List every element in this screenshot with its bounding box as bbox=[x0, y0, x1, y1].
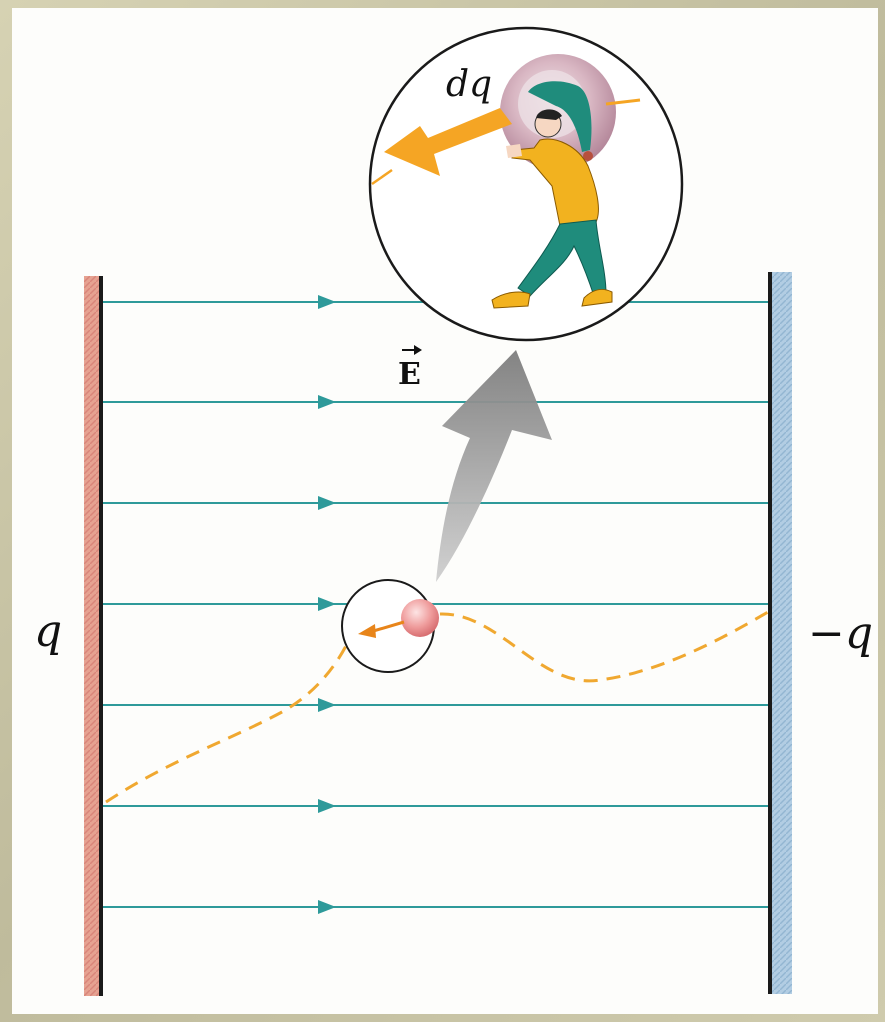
field-arrowhead-icon bbox=[318, 900, 336, 914]
charge-path bbox=[105, 610, 769, 804]
force-arrow-large bbox=[371, 108, 512, 186]
field-arrowhead-icon bbox=[318, 395, 336, 409]
left-plate bbox=[84, 276, 103, 996]
field-arrowhead-icon bbox=[318, 295, 336, 309]
right-plate-charge-label: −q bbox=[808, 608, 873, 659]
charge-element-label: dq bbox=[446, 64, 492, 105]
zoom-circle-large: dq bbox=[368, 26, 684, 342]
field-arrowhead-icon bbox=[318, 597, 336, 611]
field-lines bbox=[103, 295, 768, 914]
field-symbol-E: E bbox=[398, 357, 421, 392]
zoom-circle-small bbox=[341, 579, 439, 673]
field-arrowhead-icon bbox=[318, 799, 336, 813]
person-pushing-charge-icon bbox=[491, 81, 613, 309]
field-arrowhead-icon bbox=[318, 496, 336, 510]
charge-dq-small bbox=[401, 599, 439, 637]
force-arrow-small-head bbox=[358, 624, 376, 638]
field-arrowhead-icon bbox=[318, 698, 336, 712]
curved-zoom-arrow bbox=[436, 350, 552, 582]
left-plate-charge-label: q bbox=[34, 606, 62, 657]
field-label: E bbox=[398, 345, 422, 392]
right-plate bbox=[768, 272, 792, 994]
